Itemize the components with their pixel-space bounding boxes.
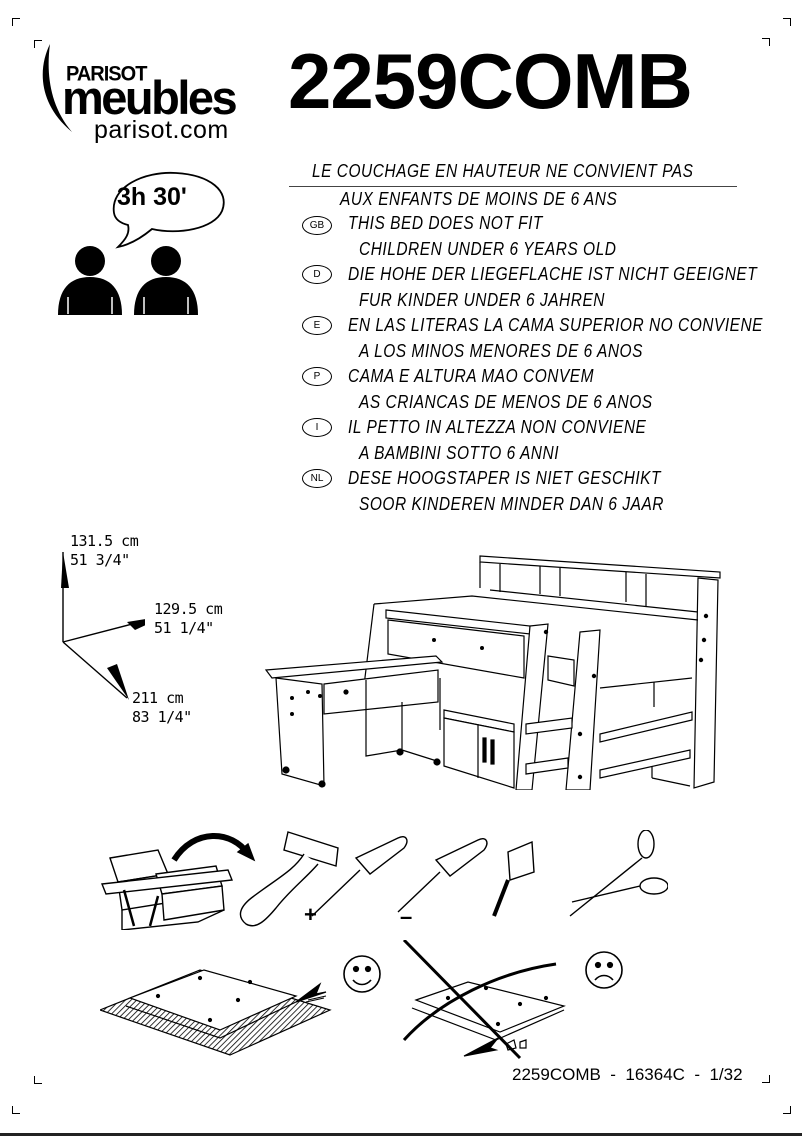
warning-i-line2: A BAMBINI SOTTO 6 ANNI <box>359 443 560 463</box>
tape-measure-icon <box>492 840 535 917</box>
crop-mark <box>783 18 791 26</box>
crop-mark <box>12 18 20 26</box>
crop-mark <box>762 1075 770 1083</box>
lang-badge-e: E <box>302 316 332 335</box>
warning-fr-line2: AUX ENFANTS DE MOINS DE 6 ANS <box>340 189 618 209</box>
warning-e-line2: A LOS MINOS MENORES DE 6 ANOS <box>359 341 643 361</box>
page-title: 2259COMB <box>288 37 693 125</box>
warning-gb-line1: THIS BED DOES NOT FIT <box>348 213 543 233</box>
width-in: 83 1/4" <box>132 708 192 726</box>
bad-example-illustration <box>402 940 566 1060</box>
brand-main: meubles <box>62 71 238 124</box>
flat-screwdriver-icon <box>397 838 488 913</box>
warning-nl-line1: DESE HOOGSTAPER IS NIET GESCHIKT <box>348 468 661 488</box>
warning-gb-line2: CHILDREN UNDER 6 YEARS OLD <box>359 239 617 259</box>
toolbox-icon <box>101 849 233 930</box>
warning-e-line1: EN LAS LITERAS LA CAMA SUPERIOR NO CONVI… <box>348 315 764 335</box>
width-cm: 211 cm <box>132 689 184 707</box>
page-edge <box>0 1133 802 1136</box>
crop-mark <box>34 1076 42 1084</box>
divider <box>289 186 737 188</box>
lang-badge-nl: NL <box>302 469 332 488</box>
depth-in: 51 1/4" <box>154 619 214 637</box>
smiley-sad-icon <box>585 951 623 989</box>
crop-mark <box>783 1106 791 1114</box>
brand-top: PARISOT <box>66 62 147 86</box>
warning-d-line1: DIE HOHE DER LIEGEFLACHE IST NICHT GEEIG… <box>348 264 758 284</box>
dimension-axes-icon <box>61 552 145 700</box>
warning-fr-line1: LE COUCHAGE EN HAUTEUR NE CONVIENT PAS <box>312 161 694 181</box>
phillips-screwdriver-icon <box>311 836 408 917</box>
warning-d-line2: FUR KINDER UNDER 6 JAHREN <box>359 290 605 310</box>
brand-url: parisot.com <box>94 116 229 144</box>
two-people-speech-icon <box>58 172 225 315</box>
curved-arrow-icon <box>171 833 251 862</box>
arrow-icon <box>295 982 327 1003</box>
crop-mark <box>34 40 42 48</box>
height-in: 51 3/4" <box>70 551 130 569</box>
depth-cm: 129.5 cm <box>154 600 223 618</box>
scissors-icon <box>569 830 668 917</box>
assembly-time-label: 3h 30' <box>117 183 187 211</box>
arrow-icon <box>463 1037 499 1057</box>
lang-badge-i: I <box>302 418 332 437</box>
hammer-icon <box>239 831 339 927</box>
lang-badge-p: P <box>302 367 332 386</box>
bed-illustration <box>264 555 721 790</box>
height-cm: 131.5 cm <box>70 532 139 550</box>
crop-mark <box>12 1106 20 1114</box>
phillips-sign: + <box>304 902 317 927</box>
good-example-illustration <box>100 969 332 1056</box>
lang-badge-gb: GB <box>302 216 332 235</box>
document-code: 2259COMB - 16364C - 1/32 <box>512 1065 743 1084</box>
warning-p-line2: AS CRIANCAS DE MENOS DE 6 ANOS <box>359 392 653 412</box>
flat-sign: – <box>400 904 412 929</box>
lang-badge-d: D <box>302 265 332 284</box>
smiley-happy-icon <box>343 955 381 993</box>
warning-i-line1: IL PETTO IN ALTEZZA NON CONVIENE <box>348 417 647 437</box>
warning-p-line1: CAMA E ALTURA MAO CONVEM <box>348 366 595 386</box>
arrow-head-icon <box>236 842 256 862</box>
warning-nl-line2: SOOR KINDEREN MINDER DAN 6 JAAR <box>359 494 665 514</box>
logo-arc-icon <box>42 44 72 132</box>
crop-mark <box>762 38 770 46</box>
